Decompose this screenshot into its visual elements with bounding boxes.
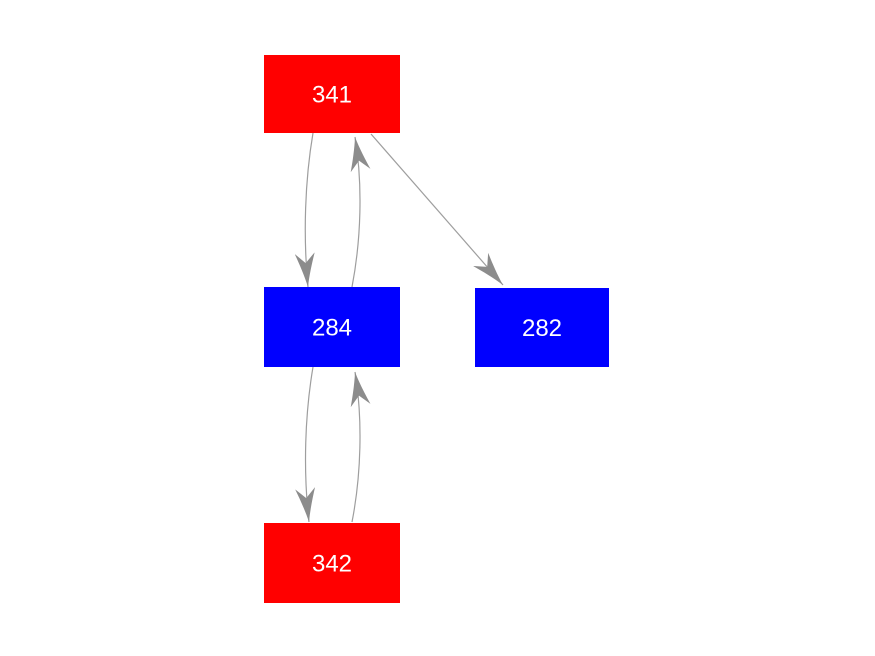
graph-edge-284-342 xyxy=(295,366,316,523)
graph-edge-341-284 xyxy=(294,132,315,288)
node-label: 342 xyxy=(312,550,352,577)
graph-node-282: 282 xyxy=(475,288,609,367)
graph-nodes: 341 284 282 342 xyxy=(264,55,609,603)
node-label: 282 xyxy=(522,315,562,342)
node-box xyxy=(264,287,400,367)
graph-edges xyxy=(294,132,504,523)
node-box xyxy=(264,523,400,603)
graph-node-342: 342 xyxy=(264,523,400,603)
graph-edge-284-341 xyxy=(350,136,371,288)
node-box xyxy=(264,55,400,133)
node-box xyxy=(475,288,609,367)
node-label: 341 xyxy=(312,81,352,108)
node-label: 284 xyxy=(312,314,352,341)
graph-node-284: 284 xyxy=(264,287,400,367)
graph-edge-341-282 xyxy=(370,133,504,286)
graph-node-341: 341 xyxy=(264,55,400,133)
graph-edge-342-284 xyxy=(350,371,371,523)
